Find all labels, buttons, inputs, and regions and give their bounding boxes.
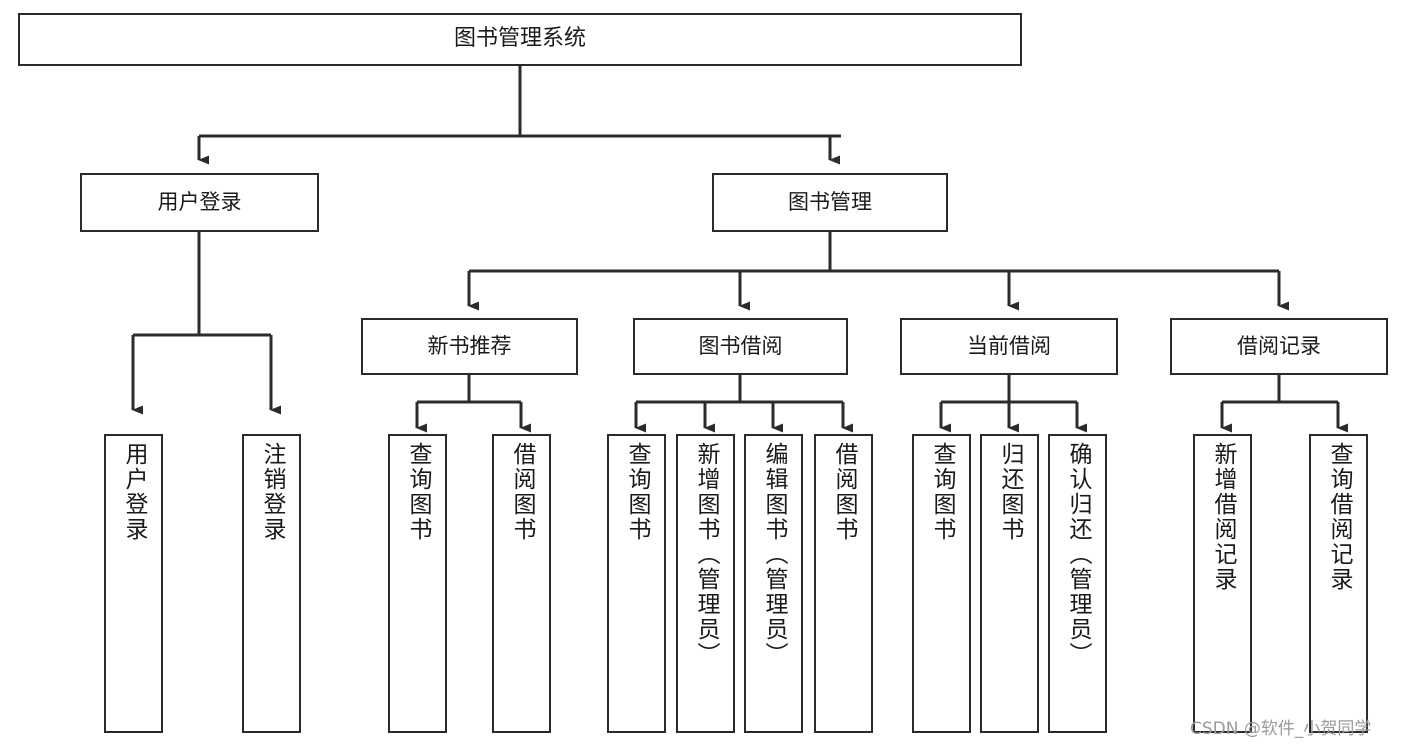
- node-leaf-edit-book[interactable]: 编辑图书（管理员）: [744, 434, 803, 733]
- node-user-login[interactable]: 用户登录: [80, 173, 319, 232]
- node-leaf-query-record[interactable]: 查询借阅记录: [1309, 434, 1368, 733]
- node-leaf-query-book-3[interactable]: 查询图书: [912, 434, 971, 733]
- node-book-manage[interactable]: 图书管理: [712, 173, 948, 232]
- node-leaf-query-book-1-label: 查询图书: [405, 442, 431, 542]
- node-leaf-borrow-book-2[interactable]: 借阅图书: [814, 434, 873, 733]
- node-user-login-label: 用户登录: [157, 189, 242, 214]
- node-current-borrow[interactable]: 当前借阅: [900, 318, 1118, 375]
- node-leaf-add-book[interactable]: 新增图书（管理员）: [676, 434, 735, 733]
- node-leaf-confirm-return-label: 确认归还（管理员）: [1065, 442, 1091, 667]
- csdn-watermark: CSDN @软件_小贺同学: [1190, 719, 1372, 739]
- node-book-borrow[interactable]: 图书借阅: [633, 318, 848, 375]
- node-leaf-logout-login-label: 注销登录: [259, 442, 285, 542]
- node-leaf-edit-book-label: 编辑图书（管理员）: [761, 442, 787, 667]
- node-borrow-record[interactable]: 借阅记录: [1170, 318, 1388, 375]
- node-root-label: 图书管理系统: [453, 26, 586, 52]
- node-leaf-add-book-label: 新增图书（管理员）: [693, 442, 719, 667]
- node-leaf-return-book-label: 归还图书: [997, 442, 1023, 542]
- node-leaf-borrow-book-1[interactable]: 借阅图书: [492, 434, 551, 733]
- node-leaf-add-record-label: 新增借阅记录: [1210, 442, 1236, 592]
- node-leaf-query-book-2[interactable]: 查询图书: [607, 434, 666, 733]
- node-leaf-borrow-book-2-label: 借阅图书: [831, 442, 857, 542]
- node-leaf-return-book[interactable]: 归还图书: [980, 434, 1039, 733]
- node-leaf-query-book-3-label: 查询图书: [929, 442, 955, 542]
- node-borrow-record-label: 借阅记录: [1237, 333, 1321, 358]
- node-leaf-query-book-1[interactable]: 查询图书: [388, 434, 447, 733]
- node-new-book-rec[interactable]: 新书推荐: [361, 318, 578, 375]
- node-leaf-user-login-label: 用户登录: [121, 442, 147, 542]
- node-leaf-logout-login[interactable]: 注销登录: [242, 434, 301, 733]
- node-current-borrow-label: 当前借阅: [967, 333, 1051, 358]
- node-leaf-add-record[interactable]: 新增借阅记录: [1193, 434, 1252, 733]
- node-leaf-user-login[interactable]: 用户登录: [104, 434, 163, 733]
- node-book-manage-label: 图书管理: [788, 189, 872, 214]
- node-root[interactable]: 图书管理系统: [18, 13, 1022, 66]
- node-leaf-confirm-return[interactable]: 确认归还（管理员）: [1048, 434, 1107, 733]
- node-leaf-query-book-2-label: 查询图书: [624, 442, 650, 542]
- node-book-borrow-label: 图书借阅: [698, 333, 783, 358]
- node-leaf-query-record-label: 查询借阅记录: [1326, 442, 1352, 592]
- node-leaf-borrow-book-1-label: 借阅图书: [509, 442, 535, 542]
- node-new-book-rec-label: 新书推荐: [427, 333, 512, 358]
